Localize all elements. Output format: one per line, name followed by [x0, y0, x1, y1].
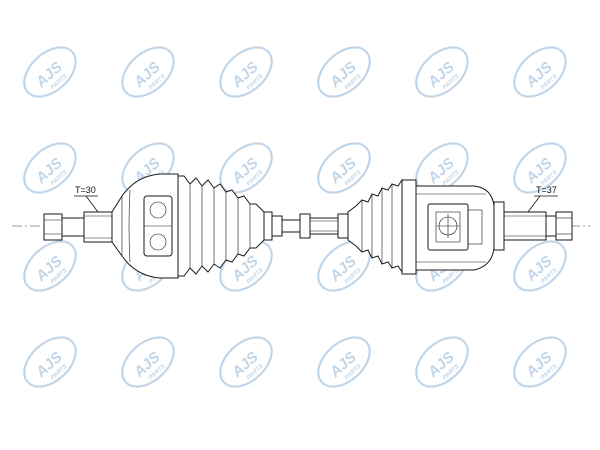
left-spline-stub	[43, 211, 113, 243]
inner-boot	[337, 178, 403, 274]
left-teeth-label: T=30	[75, 185, 96, 195]
outer-cv-joint	[111, 173, 179, 279]
right-spline-stub	[503, 211, 573, 241]
left-teeth-callout: T=30	[74, 185, 99, 213]
right-teeth-label: T=37	[536, 185, 557, 195]
right-teeth-callout: T=37	[527, 185, 558, 213]
outer-boot	[177, 175, 283, 277]
intermediate-shaft	[281, 213, 339, 239]
inner-cv-joint	[401, 179, 505, 275]
